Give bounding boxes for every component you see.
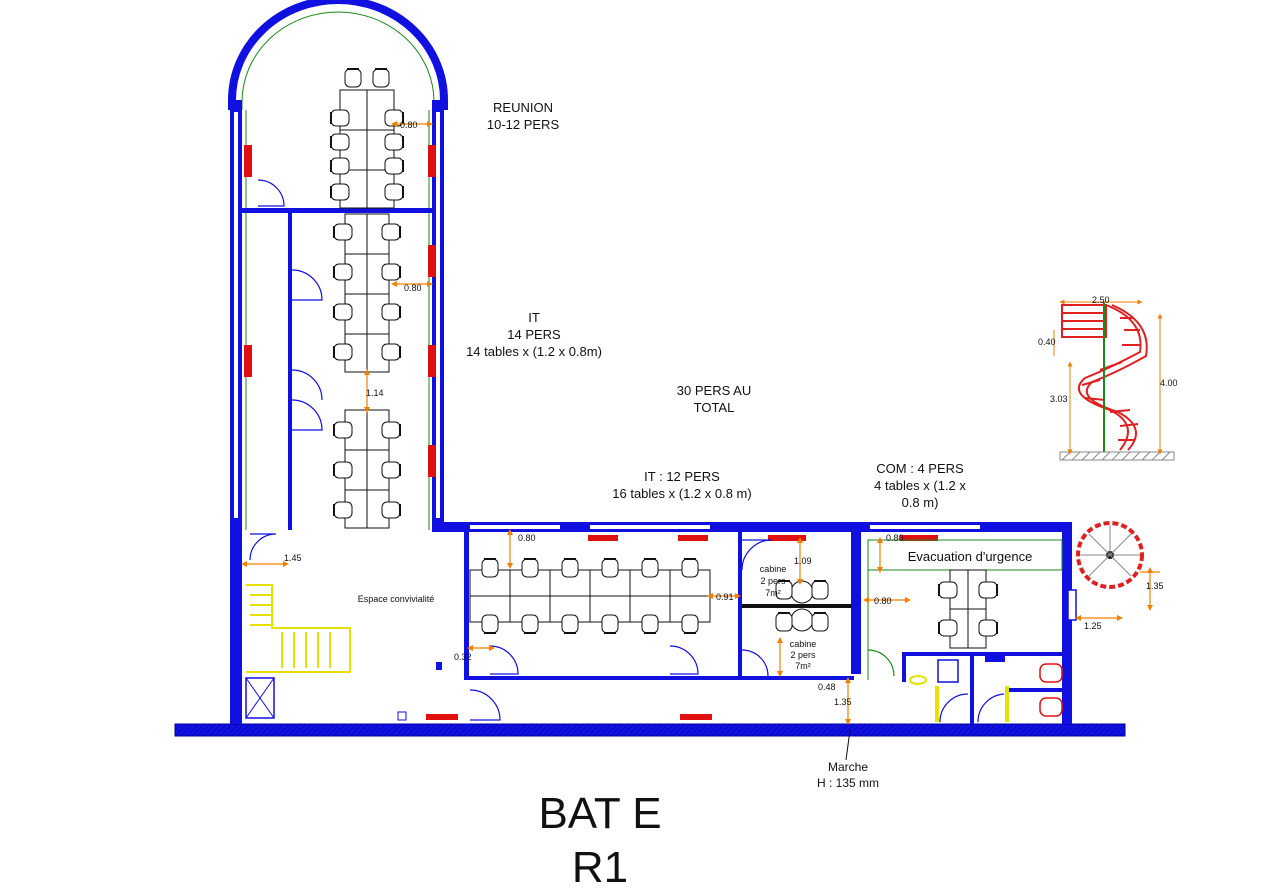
north-wing (228, 0, 448, 530)
marche-leader (845, 729, 851, 761)
svg-text:2 pers: 2 pers (790, 650, 816, 660)
it-south-label: IT : 12 PERS 16 tables x (1.2 x 0.8 m) (612, 469, 751, 501)
it-north-tables (333, 213, 401, 529)
svg-text:30 PERS AU: 30 PERS AU (677, 383, 751, 398)
cabine-bottom-label: cabine 2 pers 7m² (790, 639, 817, 671)
dim-114: 1.14 (366, 388, 384, 398)
dim-080-it: 0.80 (518, 533, 536, 543)
reunion-table (330, 68, 404, 209)
dim-135-stair: 1.35 (1146, 581, 1164, 591)
dim-040: 0.40 (1038, 337, 1056, 347)
it-south-tables (469, 558, 711, 634)
it-north-label: IT 14 PERS 14 tables x (1.2 x 0.8m) (466, 310, 602, 359)
svg-text:Marche: Marche (828, 760, 868, 774)
svg-text:cabine: cabine (790, 639, 817, 649)
svg-text:COM : 4 PERS: COM : 4 PERS (876, 461, 964, 476)
svg-text:4 tables x (1.2 x: 4 tables x (1.2 x (874, 478, 966, 493)
svg-text:BAT E: BAT E (538, 789, 661, 838)
dim-125: 1.25 (1084, 621, 1102, 631)
reunion-label: REUNION 10-12 PERS (487, 100, 560, 132)
south-wing (174, 522, 1126, 737)
dim-303: 3.03 (1050, 394, 1068, 404)
dim-091: 0.91 (716, 592, 734, 602)
com-label: COM : 4 PERS 4 tables x (1.2 x 0.8 m) (874, 461, 966, 510)
svg-text:IT: IT (528, 310, 540, 325)
svg-text:R1: R1 (572, 843, 628, 892)
svg-text:7m²: 7m² (765, 588, 781, 598)
building-title: BAT E R1 (538, 789, 661, 892)
svg-text:H : 135 mm: H : 135 mm (817, 776, 879, 790)
svg-text:cabine: cabine (760, 564, 787, 574)
dim-250: 2.50 (1092, 295, 1110, 305)
dim-135-corr: 1.35 (834, 697, 852, 707)
espace-label: Espace convivialité (358, 594, 435, 604)
cabin-tables (775, 580, 829, 632)
svg-text:REUNION: REUNION (493, 100, 553, 115)
svg-text:0.8 m): 0.8 m) (902, 495, 939, 510)
dim-080-top: 0.80 (400, 120, 418, 130)
dim-145: 1.45 (284, 553, 302, 563)
total-label: 30 PERS AU TOTAL (677, 383, 751, 415)
svg-text:14 tables x (1.2 x 0.8m): 14 tables x (1.2 x 0.8m) (466, 344, 602, 359)
dim-080-cor: 0.80 (874, 596, 892, 606)
com-tables (938, 569, 998, 649)
dim-080-mid: 0.80 (404, 283, 422, 293)
svg-text:7m²: 7m² (795, 661, 811, 671)
dim-032: 0.32 (454, 652, 472, 662)
svg-text:14 PERS: 14 PERS (507, 327, 561, 342)
cabine-top-label: cabine 2 pers 7m² (760, 564, 787, 598)
svg-text:TOTAL: TOTAL (694, 400, 735, 415)
evacuation-label: Evacuation d'urgence (908, 549, 1033, 564)
dimension-lines (241, 121, 1160, 725)
spiral-stair-elevation (1053, 299, 1175, 461)
dim-048: 0.48 (818, 682, 836, 692)
marche-label: Marche H : 135 mm (817, 760, 879, 790)
dim-109: 1.09 (794, 556, 812, 566)
spiral-stair-plan (1067, 521, 1144, 621)
svg-text:16 tables x (1.2 x 0.8 m): 16 tables x (1.2 x 0.8 m) (612, 486, 751, 501)
svg-text:IT : 12 PERS: IT : 12 PERS (644, 469, 720, 484)
dim-400: 4.00 (1160, 378, 1178, 388)
dim-080-com: 0.80 (886, 533, 904, 543)
svg-text:10-12 PERS: 10-12 PERS (487, 117, 560, 132)
svg-text:2 pers: 2 pers (760, 576, 786, 586)
